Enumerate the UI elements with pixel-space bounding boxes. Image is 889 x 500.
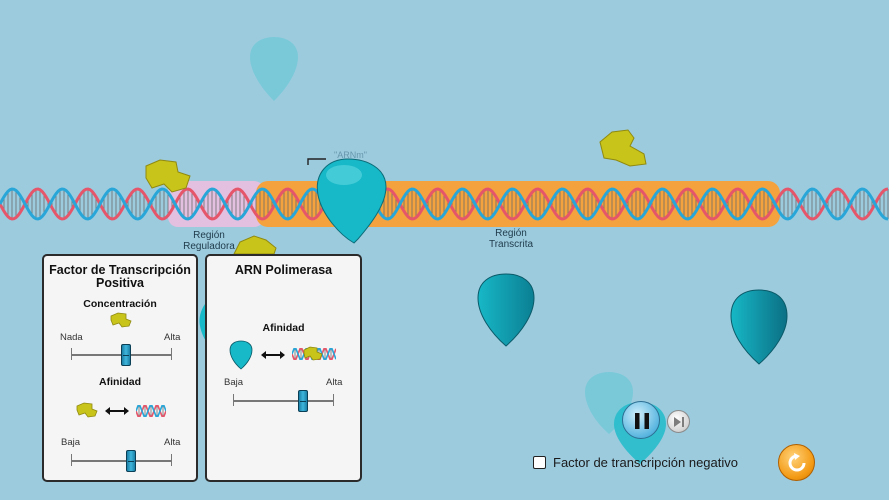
- dna-icon: [136, 405, 166, 417]
- pause-button[interactable]: [622, 401, 660, 439]
- double-arrow-icon: [261, 351, 285, 359]
- reset-icon: [788, 453, 806, 472]
- polymerase-affinity-min-label: Baja: [224, 377, 244, 388]
- slider-end: [171, 348, 172, 360]
- polymerase-tag: "ARNm": [334, 150, 367, 160]
- transcription-factor-icon: [76, 402, 98, 418]
- rna-polymerase-panel-title: ARN Polimerasa: [234, 263, 333, 277]
- tf-affinity-slider-thumb[interactable]: [126, 450, 136, 472]
- positive-transcription-factor[interactable]: [598, 128, 650, 170]
- polymerase-affinity-label: Afinidad: [262, 322, 305, 334]
- dna-strand: [0, 187, 889, 221]
- positive-transcription-factor[interactable]: [232, 234, 278, 256]
- step-forward-button[interactable]: [667, 410, 690, 433]
- positive-tf-panel-title: Factor de Transcripción Positiva: [49, 263, 191, 290]
- transcribed-region-label: Región Transcrita: [488, 228, 534, 250]
- faded-polymerase: [250, 37, 298, 101]
- rna-polymerase-panel: ARN Polimerasa Afinidad Baja Alta: [205, 254, 362, 482]
- positive-tf-panel: Factor de Transcripción Positiva Concent…: [42, 254, 198, 482]
- slider-end: [333, 394, 334, 406]
- concentration-label: Concentración: [83, 298, 157, 310]
- polymerase-affinity-max-label: Alta: [326, 377, 343, 388]
- tf-affinity-slider-track[interactable]: [71, 460, 171, 462]
- dna-with-factor-icon: [292, 346, 336, 361]
- negative-tf-checkbox[interactable]: [533, 456, 546, 469]
- polymerase-affinity-slider-thumb[interactable]: [298, 390, 308, 412]
- positive-transcription-factor[interactable]: [142, 158, 194, 196]
- step-forward-icon: [674, 417, 684, 427]
- polymerase-affinity-slider-track[interactable]: [233, 400, 333, 402]
- polymerase-icon: [229, 340, 253, 370]
- double-arrow-icon: [105, 407, 129, 415]
- concentration-min-label: Nada: [60, 332, 83, 343]
- negative-tf-checkbox-label[interactable]: Factor de transcripción negativo: [553, 455, 738, 470]
- tf-affinity-max-label: Alta: [164, 437, 181, 448]
- concentration-slider-thumb[interactable]: [121, 344, 131, 366]
- pause-icon: [635, 413, 649, 429]
- transcription-factor-icon: [110, 312, 132, 328]
- tf-affinity-min-label: Baja: [61, 437, 81, 448]
- slider-end: [171, 454, 172, 466]
- regulatory-region-label: Región Reguladora: [183, 230, 235, 252]
- free-rna-polymerase[interactable]: [729, 288, 789, 366]
- bound-rna-polymerase[interactable]: [304, 155, 394, 247]
- tf-affinity-label: Afinidad: [99, 376, 141, 388]
- concentration-max-label: Alta: [164, 332, 181, 343]
- reset-button[interactable]: [778, 444, 815, 481]
- free-rna-polymerase[interactable]: [476, 272, 536, 348]
